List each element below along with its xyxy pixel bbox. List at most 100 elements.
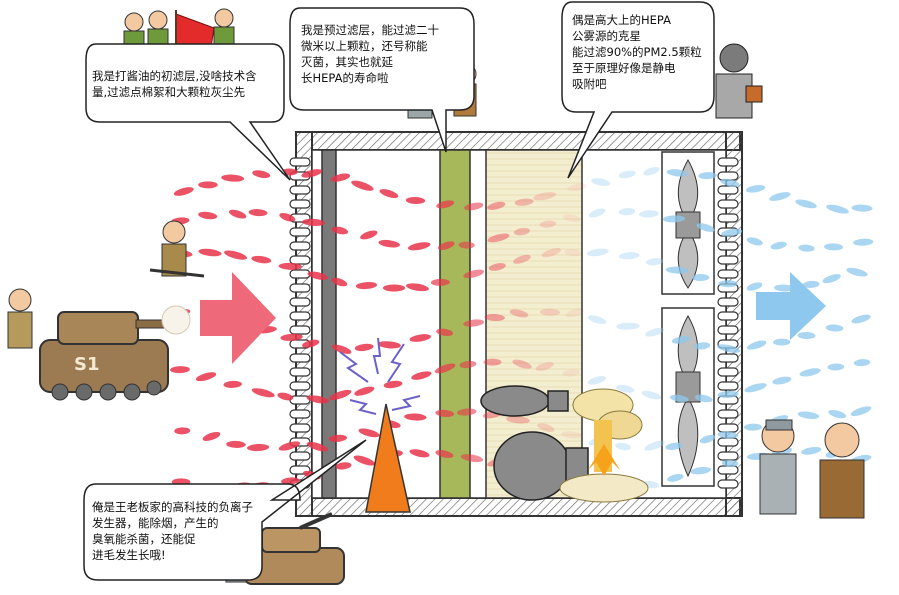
grille-slot: [289, 227, 311, 237]
air-particle: [587, 315, 607, 325]
air-particle: [692, 274, 710, 282]
air-particle: [665, 442, 683, 451]
grille-slot: [289, 199, 311, 209]
air-particle: [539, 220, 557, 228]
polluted-air-arrow-icon: [200, 272, 276, 364]
grille-slot: [717, 255, 739, 265]
air-particle: [174, 427, 191, 435]
grille-slot: [289, 451, 311, 461]
air-particle: [671, 336, 691, 344]
air-particle: [718, 280, 738, 288]
grille-slot: [717, 381, 739, 391]
air-particle: [406, 283, 429, 292]
air-particle: [436, 328, 454, 337]
air-particle: [331, 344, 352, 354]
air-particle: [853, 238, 874, 246]
grille-slot: [289, 255, 311, 265]
explosion-icon: [559, 388, 649, 503]
air-particle: [195, 372, 217, 382]
air-particle: [827, 363, 845, 371]
air-particle: [306, 395, 330, 404]
air-particle: [616, 384, 635, 393]
air-particle: [278, 262, 302, 270]
air-particle: [330, 173, 351, 182]
air-particle: [331, 277, 348, 287]
grille-slot: [289, 367, 311, 377]
grille-slot: [289, 325, 311, 335]
air-particle: [772, 376, 792, 385]
primary-filter-layer: [321, 149, 337, 499]
air-particle: [851, 204, 873, 212]
air-particle: [669, 394, 689, 403]
grille-slot: [717, 213, 739, 223]
air-particle: [301, 169, 323, 178]
primary-filter-caption: 我是打酱油的初滤层,没啥技术含 量,过滤点棉絮和大颗粒灰尘先: [92, 69, 257, 99]
air-particle: [280, 333, 303, 341]
grille-slot: [717, 479, 739, 489]
air-particle: [354, 343, 374, 352]
air-particle: [173, 187, 194, 196]
air-particle: [487, 233, 510, 243]
air-particle: [335, 462, 352, 470]
outlet-grille: [717, 157, 739, 489]
speech-bubble-hepa: [561, 1, 715, 179]
air-particle: [773, 338, 791, 346]
grille-slot: [717, 465, 739, 475]
grille-slot: [289, 185, 311, 195]
air-particle: [851, 314, 871, 324]
air-particle: [251, 388, 275, 398]
grille-slot: [289, 269, 311, 279]
hepa-filter-layer: [485, 149, 583, 499]
air-particle: [641, 390, 662, 400]
air-particle: [666, 169, 688, 177]
air-particle: [644, 440, 665, 451]
air-particle: [355, 281, 378, 290]
air-particle: [353, 455, 376, 466]
air-particle: [513, 254, 531, 264]
air-particle: [306, 441, 329, 452]
air-particle: [694, 394, 713, 403]
air-particle: [746, 340, 767, 350]
air-particle: [561, 431, 583, 439]
air-particle: [799, 368, 821, 377]
grille-slot: [289, 297, 311, 307]
air-particle: [360, 230, 378, 240]
air-particle: [828, 409, 847, 419]
air-particle: [721, 228, 743, 237]
air-particle: [458, 241, 475, 249]
grille-slot: [717, 269, 739, 279]
air-particle: [379, 189, 399, 199]
air-particle: [277, 392, 294, 401]
air-particle: [248, 209, 268, 217]
air-particle: [459, 360, 477, 369]
air-particle: [247, 444, 270, 452]
air-particle: [822, 274, 841, 284]
air-particle: [302, 339, 320, 348]
grille-slot: [289, 423, 311, 433]
air-particle: [463, 319, 485, 327]
air-particle: [430, 278, 450, 286]
speech-bubble-primary-filter: [85, 43, 291, 181]
air-particle: [198, 248, 222, 257]
air-particle: [383, 380, 403, 389]
tank-icon: S1: [39, 305, 191, 401]
air-particle: [746, 237, 763, 246]
air-particle: [717, 344, 741, 353]
air-particle: [252, 170, 271, 179]
air-particle: [456, 408, 477, 416]
airflow-particles: [169, 167, 874, 492]
air-particle: [615, 442, 632, 451]
hepa-caption: 偶是高大上的HEPA 公雾源的克星 能过滤90%的PM2.5颗粒 至于原理好像是…: [572, 13, 702, 91]
air-particle: [281, 477, 300, 485]
air-particle: [846, 267, 868, 277]
air-particle: [435, 409, 455, 417]
air-particle: [435, 450, 454, 458]
grille-slot: [717, 171, 739, 181]
officer-with-pistol-icon: [759, 419, 865, 519]
air-particle: [720, 178, 740, 187]
grille-slot: [289, 353, 311, 363]
speech-bubble-ionizer: [83, 439, 367, 581]
grille-slot: [289, 283, 311, 293]
air-particle: [795, 199, 817, 209]
